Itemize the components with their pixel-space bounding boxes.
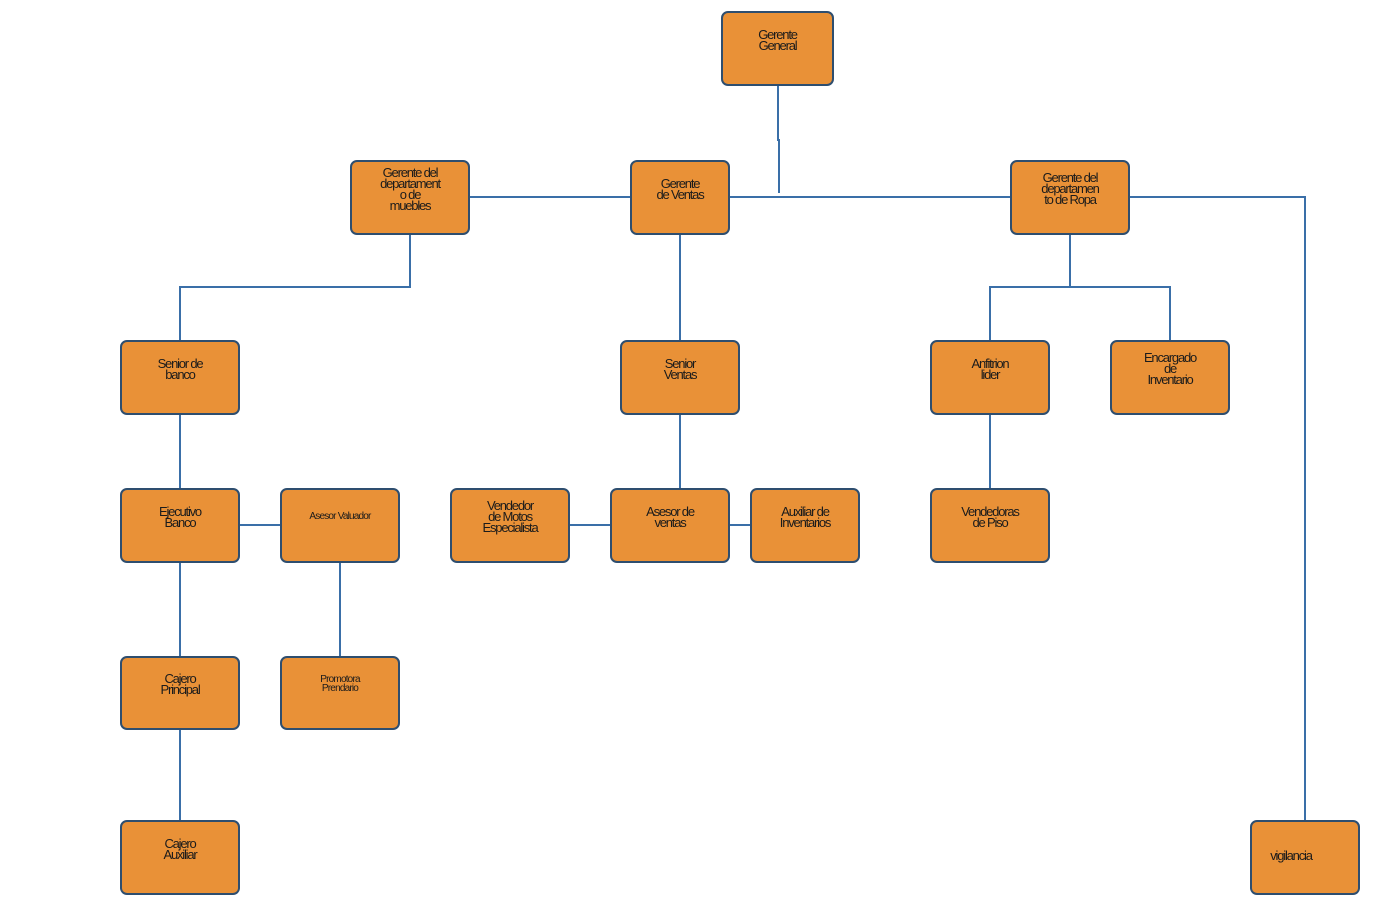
connector-ropa-to-vigilancia bbox=[1130, 196, 1306, 820]
node-label: Asesor de ventas bbox=[646, 503, 695, 530]
node-label: Promotora Prendario bbox=[320, 674, 360, 694]
node-label: Ejecutivo Banco bbox=[159, 503, 202, 530]
node-asesor-valuador[interactable]: Asesor Valuador bbox=[280, 488, 400, 563]
node-vendedor-motos[interactable]: Vendedor de Motos Especialista bbox=[450, 488, 570, 563]
connector-general-to-managers bbox=[777, 86, 780, 193]
node-asesor-ventas[interactable]: Asesor de ventas bbox=[610, 488, 730, 563]
node-vigilancia[interactable]: vigilancia bbox=[1250, 820, 1360, 895]
node-label: Gerente General bbox=[758, 26, 798, 53]
node-label: Asesor Valuador bbox=[309, 511, 371, 522]
node-cajero-principal[interactable]: Cajero Principal bbox=[120, 656, 240, 730]
node-anfitrion-lider[interactable]: Anfitrion lider bbox=[930, 340, 1050, 415]
node-senior-banco[interactable]: Senior de banco bbox=[120, 340, 240, 415]
node-encargado-inventario[interactable]: Encargado de Inventario bbox=[1110, 340, 1230, 415]
node-label: Vendedoras de Piso bbox=[961, 503, 1020, 530]
node-ejecutivo-banco[interactable]: Ejecutivo Banco bbox=[120, 488, 240, 563]
node-label: Senior de banco bbox=[157, 355, 204, 382]
node-gerente-muebles[interactable]: Gerente del departament o de muebles bbox=[350, 160, 470, 235]
node-label: Senior Ventas bbox=[663, 355, 698, 382]
connector-muebles-to-senior-banco bbox=[179, 235, 411, 340]
node-label: Auxiliar de Inventarios bbox=[779, 503, 832, 530]
connector-ropa-branch bbox=[989, 235, 1171, 340]
node-label: vigilancia bbox=[1270, 848, 1313, 863]
node-label: Gerente del departamen to de Ropa bbox=[1041, 170, 1100, 207]
node-promotora-prendario[interactable]: Promotora Prendario bbox=[280, 656, 400, 730]
node-label: Gerente de Ventas bbox=[656, 175, 704, 202]
node-label: Gerente del departament o de muebles bbox=[380, 164, 441, 213]
node-label: Cajero Auxiliar bbox=[163, 835, 197, 862]
node-vendedoras-piso[interactable]: Vendedoras de Piso bbox=[930, 488, 1050, 563]
node-gerente-ventas[interactable]: Gerente de Ventas bbox=[630, 160, 730, 235]
node-label: Encargado de Inventario bbox=[1143, 350, 1197, 387]
node-gerente-ropa[interactable]: Gerente del departamen to de Ropa bbox=[1010, 160, 1130, 235]
node-cajero-auxiliar[interactable]: Cajero Auxiliar bbox=[120, 820, 240, 895]
node-label: Vendedor de Motos Especialista bbox=[482, 498, 539, 535]
node-gerente-general[interactable]: Gerente General bbox=[721, 11, 834, 86]
node-auxiliar-inventarios[interactable]: Auxiliar de Inventarios bbox=[750, 488, 860, 563]
node-label: Cajero Principal bbox=[160, 671, 200, 697]
node-senior-ventas[interactable]: Senior Ventas bbox=[620, 340, 740, 415]
node-label: Anfitrion lider bbox=[971, 355, 1010, 382]
